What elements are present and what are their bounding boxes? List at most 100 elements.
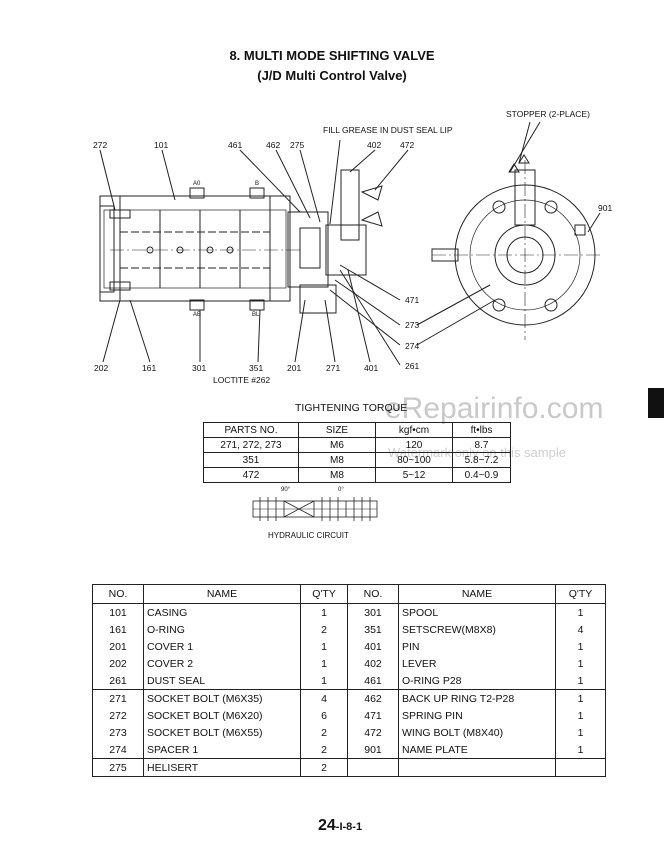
part-qty: 1 <box>555 689 606 707</box>
torque-cell: 351 <box>203 452 299 468</box>
hydraulic-angle-right: 0° <box>338 487 344 493</box>
part-no: 101 <box>92 603 144 621</box>
part-name: HELISERT <box>143 758 301 777</box>
torque-title: TIGHTENING TORQUE <box>295 402 408 414</box>
torque-cell: 5.8~7.2 <box>452 452 511 468</box>
part-name: SOCKET BOLT (M6X35) <box>143 689 301 707</box>
part-qty: 1 <box>300 638 348 655</box>
part-no: 271 <box>92 689 144 707</box>
part-name: O-RING P28 <box>398 672 556 690</box>
part-no: 351 <box>347 621 399 638</box>
part-qty: 1 <box>555 603 606 621</box>
part-no: 202 <box>92 655 144 672</box>
torque-cell: M8 <box>298 467 376 483</box>
part-name: SPRING PIN <box>398 707 556 724</box>
part-name: SPACER 1 <box>143 741 301 759</box>
callout-101: 101 <box>154 140 169 150</box>
callout-201: 201 <box>287 363 302 373</box>
parts-header: NO. <box>92 584 144 604</box>
part-no: 261 <box>92 672 144 690</box>
part-qty: 1 <box>555 724 606 741</box>
part-name: SOCKET BOLT (M6X20) <box>143 707 301 724</box>
table-row: 271 SOCKET BOLT (M6X35) 4 462 BACK UP RI… <box>92 689 606 707</box>
table-row: 274 SPACER 1 2 901 NAME PLATE 1 <box>92 741 606 759</box>
callout-471: 471 <box>405 295 420 305</box>
part-no: 273 <box>92 724 144 741</box>
page-number-main: 24 <box>318 817 336 834</box>
port-label-ab: AB <box>193 312 202 318</box>
part-name: PIN <box>398 638 556 655</box>
part-qty: 1 <box>300 655 348 672</box>
callout-901: 901 <box>598 203 613 213</box>
part-name: COVER 2 <box>143 655 301 672</box>
callout-472: 472 <box>400 140 415 150</box>
part-name: LEVER <box>398 655 556 672</box>
torque-table: PARTS NO. SIZE kgf•cm ft•lbs 271, 272, 2… <box>203 422 511 483</box>
part-qty: 1 <box>300 603 348 621</box>
callout-271: 271 <box>326 363 341 373</box>
torque-header: ft•lbs <box>452 422 511 438</box>
part-qty: 1 <box>555 638 606 655</box>
torque-cell: 472 <box>203 467 299 483</box>
table-row: 201 COVER 1 1 401 PIN 1 <box>92 638 606 655</box>
part-qty <box>555 758 606 777</box>
hydraulic-angle-left: 90° <box>281 487 291 493</box>
part-qty: 1 <box>555 707 606 724</box>
torque-header: kgf•cm <box>375 422 453 438</box>
hydraulic-circuit-label: HYDRAULIC CIRCUIT <box>268 531 349 540</box>
torque-cell: 271, 272, 273 <box>203 437 299 453</box>
part-name: NAME PLATE <box>398 741 556 759</box>
callout-402: 402 <box>367 140 382 150</box>
callout-273: 273 <box>405 320 420 330</box>
part-qty: 1 <box>300 672 348 690</box>
part-qty: 2 <box>300 724 348 741</box>
part-no: 461 <box>347 672 399 690</box>
part-no: 275 <box>92 758 144 777</box>
part-qty: 2 <box>300 741 348 759</box>
callout-351: 351 <box>249 363 264 373</box>
page-number-suffix: -I-8-1 <box>335 821 363 833</box>
torque-row: 472 M8 5~12 0.4~0.9 <box>203 467 511 483</box>
torque-cell: 0.4~0.9 <box>452 467 511 483</box>
part-name: BACK UP RING T2-P28 <box>398 689 556 707</box>
callout-274: 274 <box>405 341 420 351</box>
part-qty: 1 <box>555 655 606 672</box>
part-qty: 1 <box>555 672 606 690</box>
callout-461: 461 <box>228 140 243 150</box>
table-row: 273 SOCKET BOLT (M6X55) 2 472 WING BOLT … <box>92 724 606 741</box>
parts-header: NAME <box>143 584 301 604</box>
table-row: 272 SOCKET BOLT (M6X20) 6 471 SPRING PIN… <box>92 707 606 724</box>
part-name <box>398 758 556 777</box>
part-name: O-RING <box>143 621 301 638</box>
part-no: 471 <box>347 707 399 724</box>
callout-161: 161 <box>142 363 157 373</box>
torque-cell: 5~12 <box>375 467 453 483</box>
callout-loctite: LOCTITE #262 <box>213 375 271 385</box>
callout-301: 301 <box>192 363 207 373</box>
torque-row: 271, 272, 273 M6 120 8.7 <box>203 437 511 453</box>
parts-header: Q'TY <box>300 584 348 604</box>
part-qty: 1 <box>555 741 606 759</box>
part-qty: 4 <box>555 621 606 638</box>
part-no: 462 <box>347 689 399 707</box>
callout-462: 462 <box>266 140 281 150</box>
table-row: 275 HELISERT 2 <box>92 758 606 777</box>
table-row: 101 CASING 1 301 SPOOL 1 <box>92 603 606 621</box>
part-qty: 4 <box>300 689 348 707</box>
valve-body <box>99 195 291 302</box>
part-no: 401 <box>347 638 399 655</box>
part-no: 161 <box>92 621 144 638</box>
part-no: 274 <box>92 741 144 759</box>
part-qty: 6 <box>300 707 348 724</box>
table-row: 261 DUST SEAL 1 461 O-RING P28 1 <box>92 672 606 690</box>
page-number: 24-I-8-1 <box>318 817 362 835</box>
section-tab-marker <box>648 388 664 418</box>
torque-cell: 8.7 <box>452 437 511 453</box>
parts-table: NO. NAME Q'TY NO. NAME Q'TY 101 CASING 1… <box>92 584 606 777</box>
port-label-bl: BL <box>252 312 260 318</box>
page-title: 8. MULTI MODE SHIFTING VALVE <box>229 48 435 63</box>
part-no: 201 <box>92 638 144 655</box>
torque-cell: M6 <box>298 437 376 453</box>
part-no: 472 <box>347 724 399 741</box>
torque-cell: 80~100 <box>375 452 453 468</box>
